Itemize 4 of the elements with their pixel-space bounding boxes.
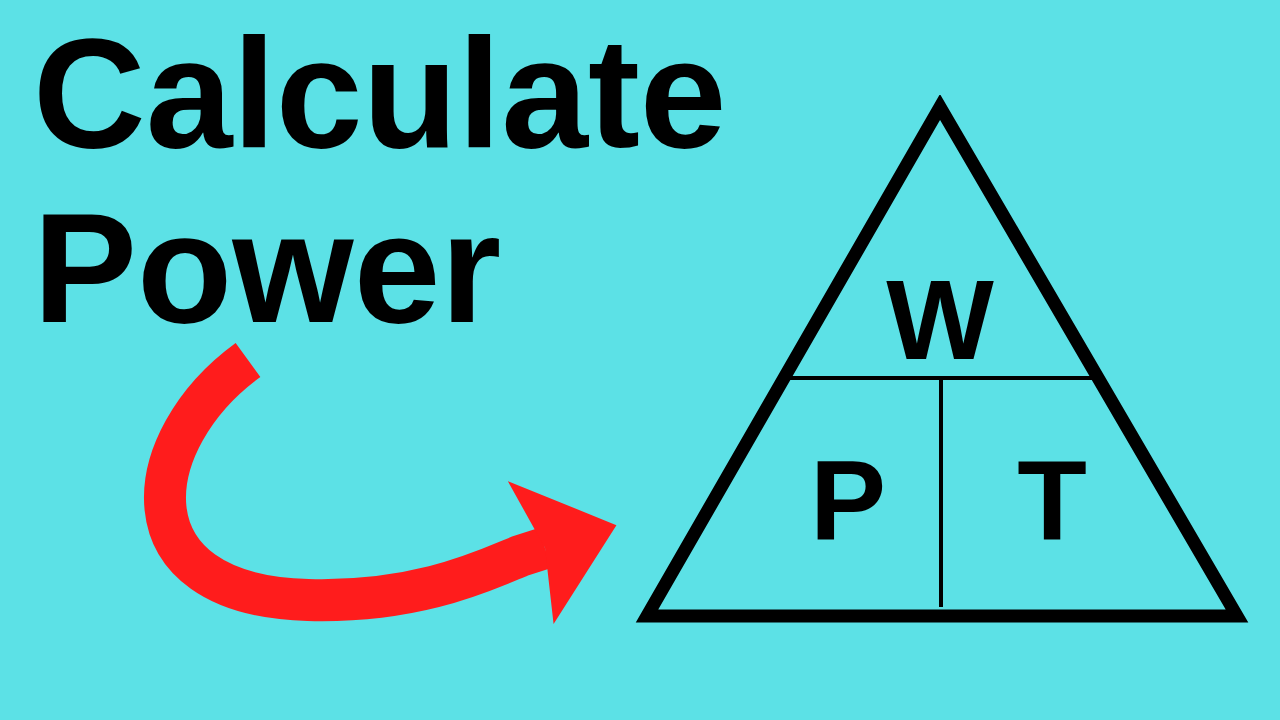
heading-text: Calculate Power — [33, 6, 773, 356]
formula-letter: W — [886, 263, 994, 377]
formula-letter: P — [810, 443, 886, 557]
formula-letter: T — [1017, 443, 1087, 557]
